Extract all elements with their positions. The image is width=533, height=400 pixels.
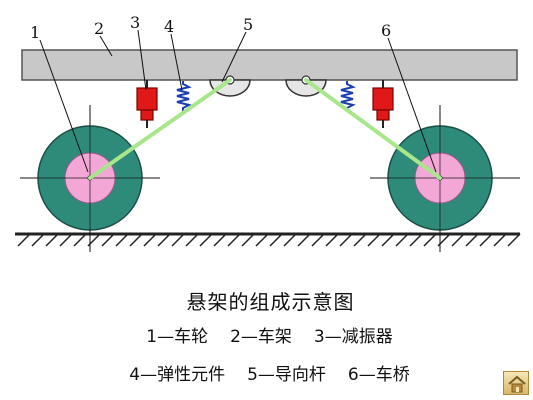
legend-item-axle: 6—车桥 [348,360,410,385]
legend-number: 3 [313,327,325,347]
legend-row: 1—车轮 2—车架 3—减振器 [0,322,533,347]
legend-number: 1 [146,327,158,347]
callout-guide-arm: 5 [243,15,253,34]
legend-label: 车桥 [375,365,410,385]
callout-frame: 2 [94,19,104,38]
ground [15,232,521,247]
legend-item-wheel: 1—车轮 [146,322,208,347]
legend-dash: — [324,327,342,347]
legend-label: 导向杆 [274,365,326,385]
callout-leaders [39,29,437,173]
legend-number: 2 [230,327,241,347]
right-arm-pivot [285,75,327,97]
home-button[interactable] [503,371,529,395]
left-guide-arm [88,78,232,180]
legend-number: 4 [129,365,141,385]
left-spring [176,81,192,111]
legend-dash: — [358,365,376,385]
legend-dash: — [240,327,258,347]
legend-label: 车轮 [174,327,209,347]
legend-item-shock-absorber: 3—减振器 [314,322,393,347]
callout-spring: 4 [164,17,174,36]
legend-item-spring: 4—弹性元件 [129,360,225,385]
legend-dash: — [157,327,175,347]
legend-row: 4—弹性元件 5—导向杆 6—车桥 [0,360,533,385]
vehicle-frame [21,49,518,81]
callout-axle: 6 [381,21,391,40]
legend-dash: — [140,365,158,385]
legend-dash: — [257,365,275,385]
right-guide-arm [304,78,442,180]
legend-number: 5 [247,365,258,385]
legend-label: 车架 [257,327,292,347]
legend-number: 6 [347,365,359,385]
legend-label: 减振器 [341,327,393,347]
left-shock-absorber [136,80,158,128]
callout-shock-absorber: 3 [130,13,140,32]
diagram-caption: 悬架的组成示意图 [186,290,355,314]
callout-wheel: 1 [30,23,40,42]
legend-item-frame: 2—车架 [230,322,292,347]
legend-label: 弹性元件 [157,365,226,385]
home-icon [508,375,526,393]
right-spring [340,81,356,111]
right-shock-absorber [372,80,394,128]
legend-item-guide-arm: 5—导向杆 [247,360,326,385]
right-wheel [370,105,520,252]
